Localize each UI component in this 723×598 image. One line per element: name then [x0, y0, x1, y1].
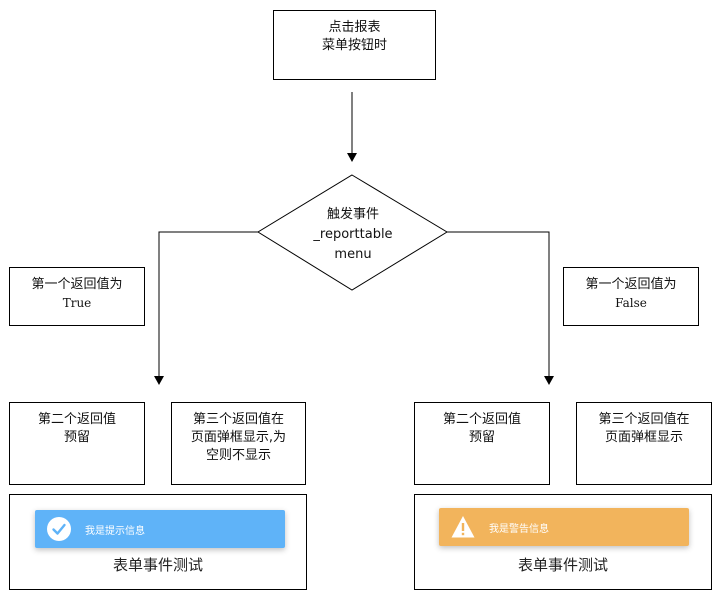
false-third-line-2: 页面弹框显示	[604, 430, 683, 445]
start-node: 点击报表 菜单按钮时	[273, 10, 436, 80]
false-second-value-node: 第二个返回值 预留	[414, 402, 550, 485]
true-branch-line-1: 第一个返回值为	[31, 277, 123, 292]
decision-line-3: menu	[334, 247, 372, 262]
false-second-line-2: 预留	[468, 430, 495, 445]
arrowhead-false	[544, 376, 554, 385]
arrowhead-start	[347, 153, 357, 162]
false-demo-caption: 表单事件测试	[517, 557, 608, 574]
true-branch-label: 第一个返回值为 True	[9, 267, 145, 326]
true-third-line-1: 第三个返回值在	[192, 412, 284, 427]
true-second-value-node: 第二个返回值 预留	[9, 402, 145, 485]
false-second-line-1: 第二个返回值	[442, 412, 521, 427]
warning-toast: 我是警告信息	[439, 508, 689, 546]
arrow-decision-to-false	[447, 231, 550, 377]
false-branch-line-1: 第一个返回值为	[585, 277, 677, 292]
warning-triangle-icon	[451, 516, 475, 538]
decision-line-2: _reporttable	[313, 227, 393, 242]
info-toast-text: 我是提示信息	[85, 525, 145, 537]
warning-toast-text: 我是警告信息	[489, 523, 549, 535]
start-node-line-1: 点击报表	[328, 20, 381, 35]
false-branch-label: 第一个返回值为 False	[563, 267, 699, 326]
true-demo-caption: 表单事件测试	[112, 557, 203, 574]
true-third-line-3: 空则不显示	[205, 448, 271, 463]
false-branch-line-2: False	[615, 296, 647, 310]
false-third-line-1: 第三个返回值在	[598, 412, 690, 427]
true-second-line-2: 预留	[63, 430, 90, 445]
arrow-decision-to-true	[158, 231, 258, 377]
false-third-value-node: 第三个返回值在 页面弹框显示	[576, 402, 712, 485]
decision-line-1: 触发事件	[326, 207, 379, 222]
decision-label: 触发事件 _reporttable menu	[258, 205, 448, 265]
true-third-value-node: 第三个返回值在 页面弹框显示,为 空则不显示	[171, 402, 306, 485]
true-branch-line-2: True	[62, 296, 92, 310]
info-toast: 我是提示信息	[35, 510, 285, 548]
true-third-line-2: 页面弹框显示,为	[190, 430, 287, 445]
start-node-line-2: 菜单按钮时	[321, 38, 387, 53]
decision-diamond	[257, 174, 448, 291]
check-circle-icon	[47, 517, 71, 541]
true-second-line-1: 第二个返回值	[37, 412, 116, 427]
arrowhead-true	[154, 376, 164, 385]
